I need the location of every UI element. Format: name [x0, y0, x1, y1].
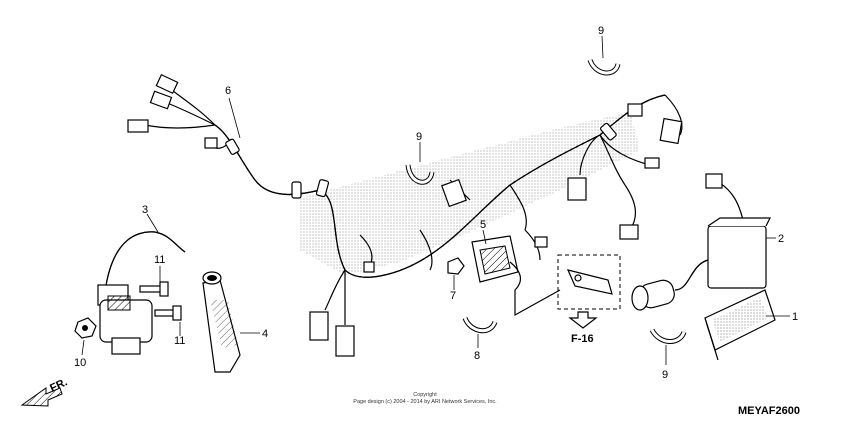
- callout-9-middle: 9: [416, 131, 422, 143]
- bolt-upper[interactable]: [139, 281, 169, 297]
- wire-clamp-8[interactable]: [462, 316, 498, 334]
- callout-9-top: 9: [598, 25, 604, 37]
- callout-8: 8: [474, 350, 480, 362]
- frame-shading: [300, 112, 640, 275]
- bolt-lower[interactable]: [154, 305, 182, 321]
- callout-3: 3: [142, 204, 148, 216]
- callout-4: 4: [262, 328, 268, 340]
- spark-plug-cap[interactable]: [202, 271, 241, 373]
- reference-label: F-16: [571, 333, 594, 345]
- reference-arrow: [568, 311, 598, 329]
- callout-2: 2: [778, 233, 784, 245]
- callout-11-upper: 11: [154, 254, 165, 266]
- nut[interactable]: [74, 317, 97, 339]
- regulator-nut[interactable]: [447, 257, 465, 275]
- reference-bracket-box: [557, 254, 621, 310]
- wire-clamp-9-top[interactable]: [587, 58, 621, 76]
- callout-11-lower: 11: [174, 335, 185, 347]
- copyright-line-1: Copyright: [413, 392, 437, 398]
- cdi-rubber-mount[interactable]: [704, 289, 776, 361]
- callout-10: 10: [74, 357, 86, 369]
- main-wire-harness[interactable]: [127, 73, 683, 357]
- leader-lines: [81, 35, 790, 365]
- front-indicator-label: FR.: [48, 376, 69, 394]
- callout-1: 1: [792, 311, 798, 323]
- ignition-coil[interactable]: [97, 231, 186, 355]
- wire-clamp-9-middle[interactable]: [405, 164, 435, 185]
- regulator-rectifier[interactable]: [471, 235, 561, 317]
- copyright-line-2: Page design (c) 2004 - 2014 by ARI Netwo…: [353, 399, 497, 405]
- callout-9-bottom: 9: [662, 369, 668, 381]
- callout-6: 6: [225, 85, 231, 97]
- wire-clamp-9-bottom[interactable]: [649, 328, 687, 344]
- callout-5: 5: [480, 219, 486, 231]
- diagram-code: MEYAF2600: [738, 405, 800, 417]
- cdi-unit[interactable]: [631, 173, 771, 311]
- callout-7: 7: [450, 290, 456, 302]
- front-direction-arrow: [20, 387, 63, 407]
